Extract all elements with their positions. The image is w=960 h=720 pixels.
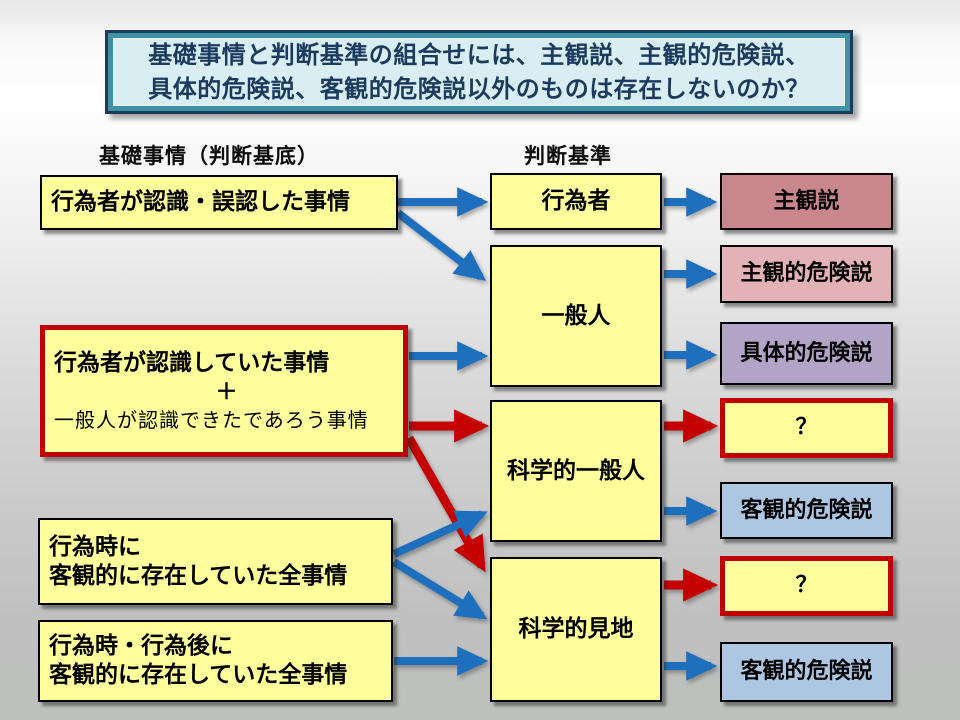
theory-box-subjective-danger: 主観的危険説	[720, 245, 893, 303]
basis-box-recognized-label: 行為者が認識・誤認した事情	[51, 189, 350, 216]
basis-box-objective-after-act: 行為時・行為後に 客観的に存在していた全事情	[38, 620, 393, 702]
standard-box-actor-label: 行為者	[541, 188, 611, 215]
basis-box-objective-at-act: 行為時に 客観的に存在していた全事情	[38, 518, 393, 605]
edge-recognized-to-general	[395, 209, 487, 281]
theory-box-objective-danger-2-label: 客観的危険説	[740, 659, 873, 685]
theory-box-concrete-danger-label: 具体的危険説	[740, 340, 873, 366]
basis-box-2-line3: 一般人が認識できたであろう事情	[54, 407, 369, 432]
basis-box-2-plus: ＋	[215, 379, 238, 405]
edge-objective-at-act-to-sci-general	[392, 510, 488, 558]
standard-box-scientific-general-person-label: 科学的一般人	[507, 457, 645, 484]
theory-box-concrete-danger: 具体的危険説	[720, 322, 893, 385]
theory-box-subjective-label: 主観説	[773, 188, 840, 214]
standard-box-actor: 行為者	[490, 173, 662, 230]
basis-box-recognized: 行為者が認識・誤認した事情	[40, 175, 398, 230]
edge-recognized-plus-to-sci-stand	[405, 435, 486, 573]
theory-box-subjective-danger-label: 主観的危険説	[740, 261, 873, 287]
standard-box-scientific-standpoint: 科学的見地	[490, 557, 662, 702]
column-header-basis: 基礎事情（判断基底）	[99, 144, 319, 168]
basis-box-objective-after-act-label: 行為時・行為後に 客観的に存在していた全事情	[49, 633, 348, 688]
theory-box-question-1-label: ？	[795, 415, 818, 441]
theory-box-question-2: ？	[720, 556, 893, 616]
theory-box-subjective: 主観説	[720, 173, 893, 230]
column-header-standard: 判断基準	[524, 144, 612, 168]
theory-box-question-1: ？	[720, 398, 893, 458]
theory-box-objective-danger-2: 客観的危険説	[720, 642, 893, 702]
basis-box-recognized-plus-general: 行為者が認識していた事情 ＋ 一般人が認識できたであろう事情	[40, 325, 408, 457]
basis-box-objective-at-act-label: 行為時に 客観的に存在していた全事情	[49, 533, 348, 589]
standard-box-general-person: 一般人	[490, 245, 662, 387]
standard-box-scientific-standpoint-label: 科学的見地	[518, 616, 634, 643]
theory-box-question-2-label: ？	[795, 573, 818, 599]
slide-title: 基礎事情と判断基準の組合せには、主観説、主観的危険説、 具体的危険説、客観的危険…	[148, 41, 810, 103]
standard-box-general-person-label: 一般人	[541, 302, 611, 329]
standard-box-scientific-general-person: 科学的一般人	[490, 400, 662, 542]
title-box: 基礎事情と判断基準の組合せには、主観説、主観的危険説、 具体的危険説、客観的危険…	[105, 30, 853, 114]
edge-objective-at-act-to-sci-stand	[391, 558, 488, 620]
theory-box-objective-danger-1: 客観的危険説	[720, 482, 893, 539]
basis-box-2-line1: 行為者が認識していた事情	[54, 350, 330, 377]
title-box-inner: 基礎事情と判断基準の組合せには、主観説、主観的危険説、 具体的危険説、客観的危険…	[113, 38, 845, 106]
theory-box-objective-danger-1-label: 客観的危険説	[740, 497, 873, 523]
